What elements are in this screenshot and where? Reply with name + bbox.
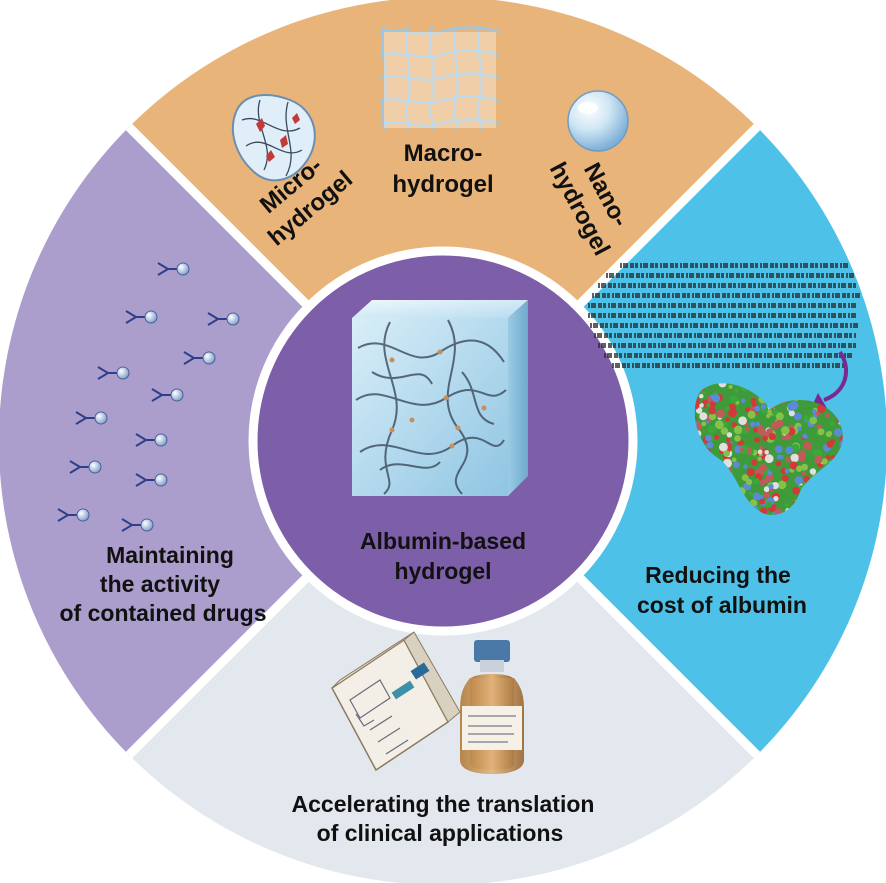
hydrogel-cube-icon <box>352 300 528 496</box>
albumin-sequence-text-block <box>588 263 860 368</box>
bottom-label-line2: of clinical applications <box>317 820 564 846</box>
drug-molecule-icon <box>135 433 168 447</box>
drug-molecule-icon <box>135 473 168 487</box>
right-label-line2: cost of albumin <box>637 592 807 618</box>
drug-molecule-icon <box>207 312 240 326</box>
medicine-vial-icon <box>460 640 524 774</box>
macro-hydrogel-mesh-fill <box>384 32 496 128</box>
segment-left <box>0 127 443 755</box>
micro-hydrogel-particle-icon <box>231 94 316 182</box>
macro-hydrogel-mesh-icon <box>379 25 501 131</box>
right-label-line1: Reducing the <box>645 562 791 588</box>
segment-bottom <box>129 441 757 883</box>
drug-molecule-icon <box>97 366 130 380</box>
left-label-line2: the activity <box>100 571 220 597</box>
drug-box-icon <box>331 631 461 772</box>
drug-molecules-group <box>57 262 240 532</box>
left-label-line3: of contained drugs <box>60 600 267 626</box>
drug-molecule-icon <box>125 310 158 324</box>
bottom-label-line1: Accelerating the translation <box>292 791 595 817</box>
macro-label-line2: hydrogel <box>392 171 493 198</box>
drug-molecule-icon <box>151 388 184 402</box>
center-label-line2: hydrogel <box>394 558 491 584</box>
center-label-line1: Albumin-based <box>360 528 526 554</box>
nano-hydrogel-bubble-icon <box>567 90 629 152</box>
left-label-line1: Maintaining <box>106 542 234 568</box>
drug-molecule-icon <box>157 262 190 276</box>
drug-molecule-icon <box>121 518 154 532</box>
drug-molecule-icon <box>69 460 102 474</box>
drug-molecule-icon <box>183 351 216 365</box>
drug-molecule-icon <box>75 411 108 425</box>
macro-label-line1: Macro- <box>404 140 483 167</box>
drug-molecule-icon <box>57 508 90 522</box>
